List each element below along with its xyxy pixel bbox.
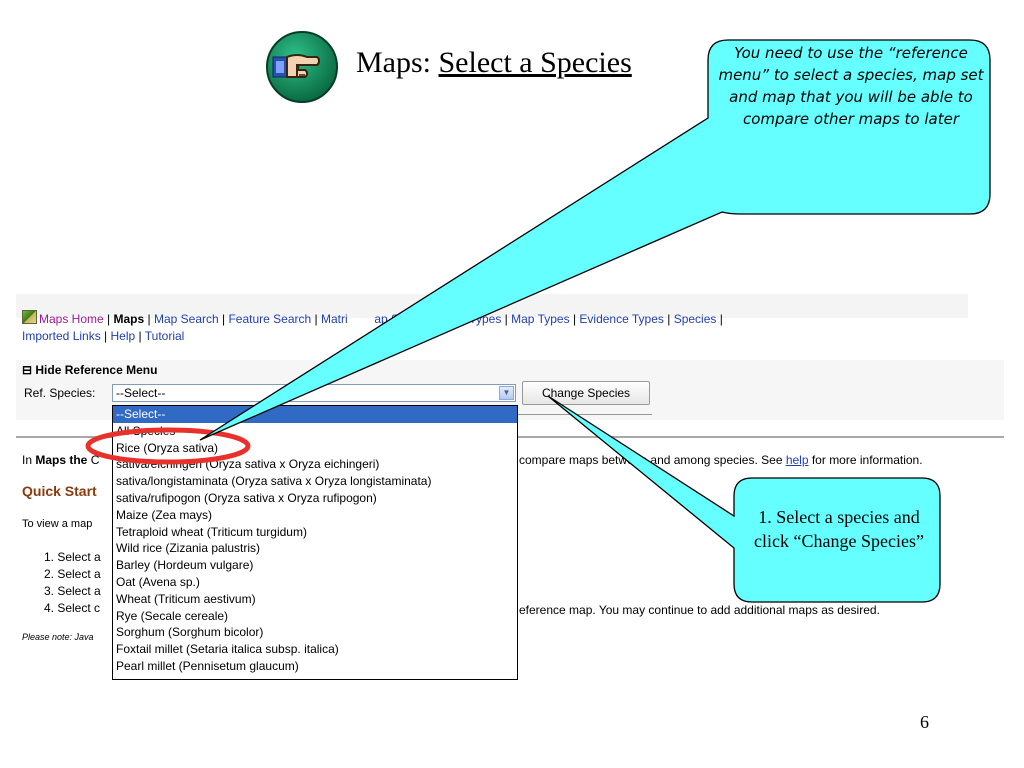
step-4: 4. Select c <box>44 601 101 615</box>
nav-tutorial[interactable]: Tutorial <box>144 329 185 343</box>
nav-feature-types[interactable]: Feature Types <box>424 312 502 326</box>
dropdown-option[interactable]: Oat (Avena sp.) <box>116 574 200 589</box>
dropdown-option[interactable]: Rice (Oryza sativa) <box>116 440 219 455</box>
slide-title: Maps: Select a Species <box>356 46 632 79</box>
nav-maps-home[interactable]: Maps Home <box>39 312 104 326</box>
dropdown-option[interactable]: sativa/eichingeri (Oryza sativa x Oryza … <box>116 457 380 472</box>
step-3: 3. Select a <box>44 584 101 598</box>
ref-species-select[interactable]: --Select-- ▼ <box>112 384 516 402</box>
callout-reference-menu-text: You need to use the “reference menu” to … <box>718 44 984 128</box>
quick-start-heading: Quick Start <box>22 483 97 499</box>
nav-feature-search[interactable]: Feature Search <box>228 312 312 326</box>
nav-map-sets[interactable]: ap Sets <box>374 312 416 326</box>
nav-help[interactable]: Help <box>110 329 136 343</box>
intro-text: In Maps the C <box>22 453 100 467</box>
dropdown-option[interactable]: sativa/longistaminata (Oryza sativa x Or… <box>116 474 432 489</box>
dropdown-option[interactable]: --Select-- <box>113 406 517 423</box>
nav-matrix[interactable]: Matri <box>320 312 348 326</box>
dropdown-option[interactable]: Wheat (Triticum aestivum) <box>116 591 256 606</box>
hide-reference-menu-toggle[interactable]: ⊟ Hide Reference Menu <box>22 363 158 377</box>
step-4-text-right: eference map. You may continue to add ad… <box>519 603 880 617</box>
nav-bar: Maps Home | Maps | Map Search | Feature … <box>22 310 723 343</box>
dropdown-option[interactable]: Pearl millet (Pennisetum glaucum) <box>116 658 299 673</box>
dropdown-option[interactable]: Rye (Secale cereale) <box>116 608 229 623</box>
dropdown-option[interactable]: Sorghum (Sorghum bicolor) <box>116 625 264 640</box>
ref-species-selected-value: --Select-- <box>116 386 166 400</box>
page-number: 6 <box>920 712 929 732</box>
dropdown-option[interactable]: Foxtail millet (Setaria italica subsp. i… <box>116 642 339 657</box>
species-dropdown-list[interactable]: --Select-- All Species Rice (Oryza sativ… <box>112 405 518 680</box>
nav-imported-links[interactable]: Imported Links <box>22 329 101 343</box>
nav-maps[interactable]: Maps <box>113 312 145 326</box>
intro-text-right: compare maps between and among species. … <box>519 453 923 467</box>
dropdown-option[interactable]: Wild rice (Zizania palustris) <box>116 541 261 556</box>
help-link[interactable]: help <box>785 453 809 467</box>
nav-evidence-types[interactable]: Evidence Types <box>579 312 664 326</box>
dropdown-option[interactable]: sativa/rufipogon (Oryza sativa x Oryza r… <box>116 490 377 505</box>
chevron-down-icon[interactable]: ▼ <box>499 386 514 400</box>
dropdown-option[interactable]: All Species <box>116 423 176 438</box>
dropdown-option[interactable]: Tetraploid wheat (Triticum turgidum) <box>116 524 307 539</box>
change-species-button[interactable]: Change Species <box>522 381 650 405</box>
callout-select-species-text: 1. Select a species and click “Change Sp… <box>754 507 924 551</box>
dropdown-option[interactable]: Barley (Hordeum vulgare) <box>116 558 254 573</box>
ref-species-label: Ref. Species: <box>24 386 96 400</box>
please-note: Please note: Java <box>22 632 94 642</box>
to-view-text: To view a map <box>22 518 93 530</box>
step-2: 2. Select a <box>44 567 101 581</box>
pointing-hand-icon <box>266 31 338 103</box>
nav-species[interactable]: Species <box>673 312 717 326</box>
nav-map-types[interactable]: Map Types <box>511 312 570 326</box>
slide-title-link: Select a Species <box>438 46 632 79</box>
step-1: 1. Select a <box>44 550 101 564</box>
dropdown-option[interactable]: Maize (Zea mays) <box>116 507 213 522</box>
cmap-logo-icon <box>22 310 37 324</box>
nav-map-search[interactable]: Map Search <box>153 312 219 326</box>
